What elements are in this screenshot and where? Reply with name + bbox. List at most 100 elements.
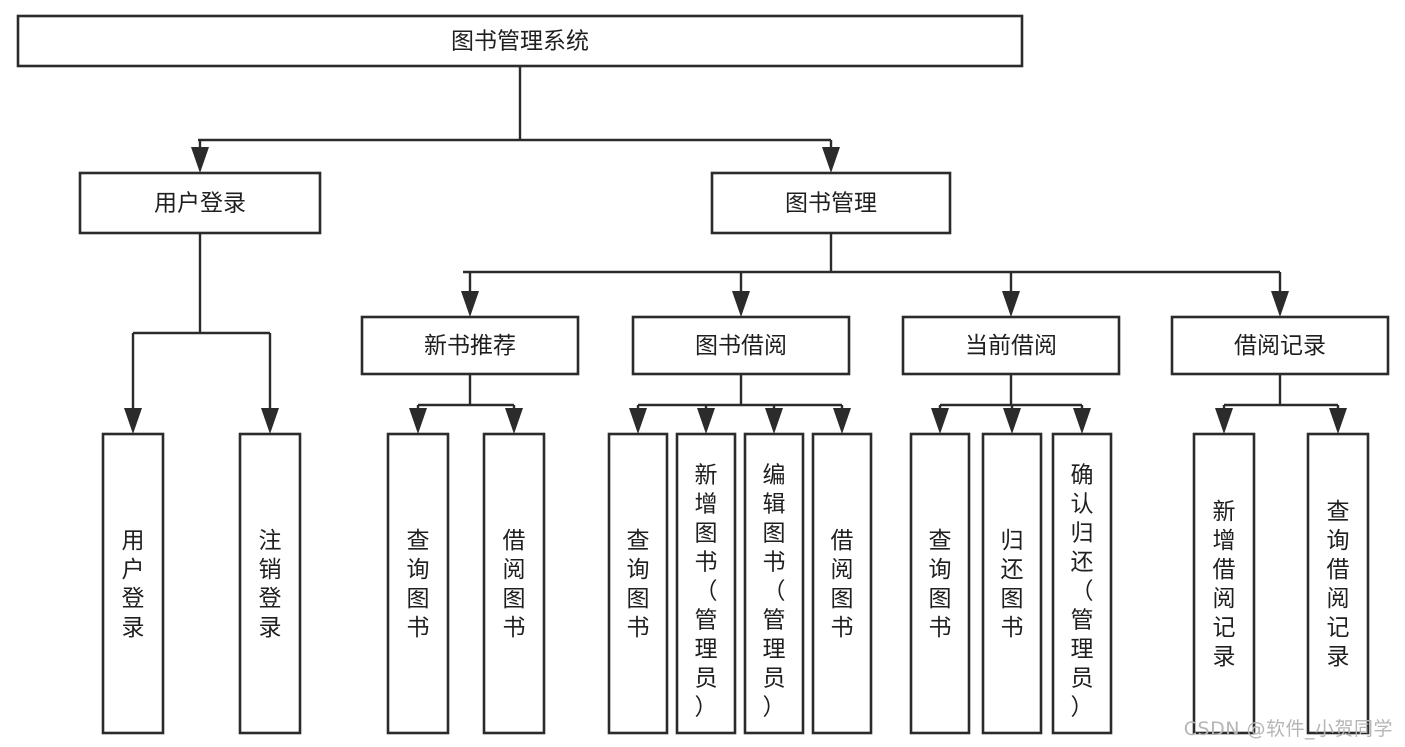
- connector-arrow-current-borrow: [1002, 272, 1020, 317]
- arrowhead-icon: [461, 291, 479, 317]
- connector-arrow-leaf-query-book-borrow: [629, 405, 647, 434]
- arrowhead-icon: [931, 408, 949, 434]
- node-user-login[interactable]: 用户登录: [78, 171, 322, 235]
- node-box[interactable]: [1051, 432, 1113, 735]
- connector-arrow-borrow-record: [1271, 272, 1289, 317]
- connector-bus-book-manage: [463, 233, 1280, 274]
- node-new-book-recommend[interactable]: 新书推荐: [360, 315, 580, 376]
- node-box[interactable]: [101, 432, 165, 735]
- node-box[interactable]: [1192, 432, 1256, 735]
- node-box[interactable]: [710, 171, 952, 235]
- connector-arrow-leaf-add-book-admin: [697, 405, 715, 434]
- node-current-borrow[interactable]: 当前借阅: [901, 315, 1121, 376]
- node-label: 归还图书: [1001, 528, 1024, 641]
- arrowhead-icon: [1002, 291, 1020, 317]
- arrowhead-icon: [261, 408, 279, 434]
- node-box[interactable]: [386, 432, 450, 735]
- node-box[interactable]: [78, 171, 322, 235]
- node-leaf-user-login[interactable]: 用户登录: [101, 432, 165, 735]
- arrowhead-icon: [409, 408, 427, 434]
- node-leaf-borrow-book-recommend[interactable]: 借阅图书: [482, 432, 546, 735]
- node-leaf-add-book-admin[interactable]: 新增图书（管理员）: [675, 432, 737, 735]
- node-box[interactable]: [238, 432, 302, 735]
- connector-arrow-new-book-recommend: [461, 272, 479, 317]
- node-label: 新书推荐: [424, 333, 516, 359]
- connector-arrow-leaf-user-login: [124, 333, 142, 434]
- connector-arrow-user-login: [191, 140, 209, 173]
- node-label: 图书借阅: [695, 333, 787, 359]
- connector-arrow-book-borrow: [732, 272, 750, 317]
- arrowhead-icon: [1329, 408, 1347, 434]
- node-label: 注销登录: [259, 528, 282, 641]
- node-root[interactable]: 图书管理系统: [16, 14, 1024, 68]
- node-leaf-query-book-borrow[interactable]: 查询图书: [607, 432, 669, 735]
- node-label: 查询图书: [407, 528, 430, 641]
- node-leaf-logout-login[interactable]: 注销登录: [238, 432, 302, 735]
- arrowhead-icon: [822, 147, 840, 173]
- node-leaf-borrow-book-borrow[interactable]: 借阅图书: [811, 432, 873, 735]
- node-box[interactable]: [631, 315, 851, 376]
- connector-arrow-leaf-add-borrow-record: [1215, 405, 1233, 434]
- arrowhead-icon: [1271, 291, 1289, 317]
- node-leaf-query-book-current[interactable]: 查询图书: [909, 432, 971, 735]
- node-box[interactable]: [1306, 432, 1370, 735]
- node-box[interactable]: [811, 432, 873, 735]
- connector-bus-current-borrow: [940, 374, 1082, 407]
- node-label: 借阅图书: [831, 528, 854, 641]
- nodes-layer: 图书管理系统用户登录图书管理新书推荐图书借阅当前借阅借阅记录用户登录注销登录查询…: [16, 14, 1390, 735]
- node-leaf-query-book-recommend[interactable]: 查询图书: [386, 432, 450, 735]
- arrowhead-icon: [1073, 408, 1091, 434]
- connectors-layer: [124, 66, 1347, 434]
- connector-arrow-leaf-logout-login: [261, 333, 279, 434]
- node-label: 确认归还（管理员）: [1071, 463, 1094, 721]
- connector-bus-book-borrow: [638, 374, 842, 407]
- node-label: 用户登录: [122, 528, 145, 641]
- node-label: 新增图书（管理员）: [695, 463, 718, 721]
- node-label: 新增借阅记录: [1213, 499, 1236, 670]
- node-leaf-confirm-return-admin[interactable]: 确认归还（管理员）: [1051, 432, 1113, 735]
- node-leaf-query-borrow-record[interactable]: 查询借阅记录: [1306, 432, 1370, 735]
- node-box[interactable]: [901, 315, 1121, 376]
- arrowhead-icon: [697, 408, 715, 434]
- node-label: 查询图书: [929, 528, 952, 641]
- connector-arrow-leaf-borrow-book-recommend: [505, 405, 523, 434]
- node-box[interactable]: [1170, 315, 1390, 376]
- node-box[interactable]: [482, 432, 546, 735]
- node-box[interactable]: [743, 432, 805, 735]
- arrowhead-icon: [124, 408, 142, 434]
- node-leaf-return-book[interactable]: 归还图书: [981, 432, 1043, 735]
- node-leaf-add-borrow-record[interactable]: 新增借阅记录: [1192, 432, 1256, 735]
- arrowhead-icon: [833, 408, 851, 434]
- node-box[interactable]: [909, 432, 971, 735]
- connector-arrow-leaf-query-book-recommend: [409, 405, 427, 434]
- node-label: 借阅图书: [503, 528, 526, 641]
- connector-bus-user-login: [133, 233, 270, 335]
- node-label: 查询借阅记录: [1327, 499, 1350, 670]
- node-label: 查询图书: [627, 528, 650, 641]
- node-book-manage[interactable]: 图书管理: [710, 171, 952, 235]
- node-label: 图书管理系统: [451, 29, 589, 55]
- node-box[interactable]: [360, 315, 580, 376]
- connector-arrow-leaf-query-borrow-record: [1329, 405, 1347, 434]
- node-box[interactable]: [607, 432, 669, 735]
- connector-bus-new-book: [418, 374, 514, 407]
- node-box[interactable]: [675, 432, 737, 735]
- connector-arrow-leaf-return-book: [1003, 405, 1021, 434]
- node-borrow-record[interactable]: 借阅记录: [1170, 315, 1390, 376]
- node-box[interactable]: [981, 432, 1043, 735]
- arrowhead-icon: [505, 408, 523, 434]
- arrowhead-icon: [629, 408, 647, 434]
- node-box[interactable]: [16, 14, 1024, 68]
- node-label: 图书管理: [785, 191, 877, 217]
- arrowhead-icon: [1003, 408, 1021, 434]
- arrowhead-icon: [191, 147, 209, 173]
- node-leaf-edit-book-admin[interactable]: 编辑图书（管理员）: [743, 432, 805, 735]
- connector-bus-root: [198, 66, 831, 142]
- connector-arrow-leaf-edit-book-admin: [765, 405, 783, 434]
- node-label: 借阅记录: [1234, 333, 1326, 359]
- connector-arrow-leaf-confirm-return-admin: [1073, 405, 1091, 434]
- connector-arrow-leaf-query-book-current: [931, 405, 949, 434]
- node-book-borrow[interactable]: 图书借阅: [631, 315, 851, 376]
